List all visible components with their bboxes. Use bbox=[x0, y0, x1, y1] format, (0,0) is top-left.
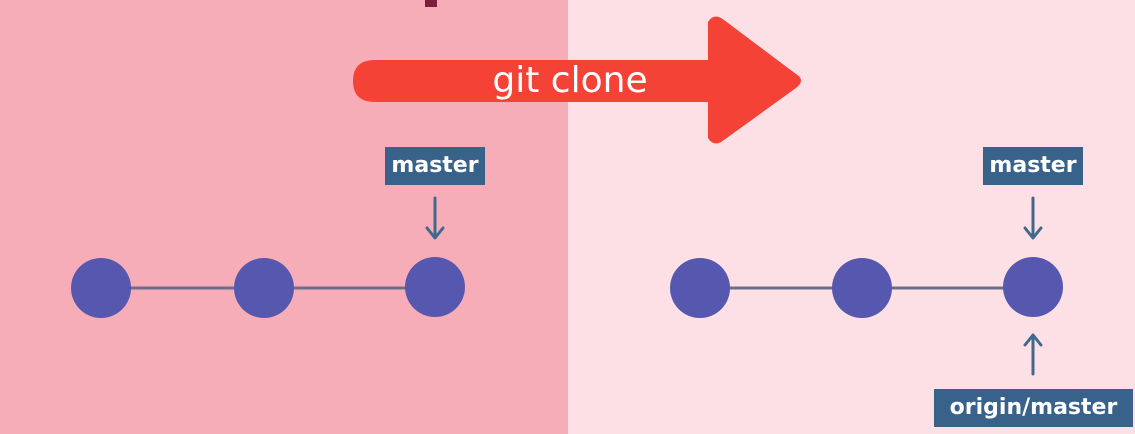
left-commit-1 bbox=[71, 258, 131, 318]
origin-master-label: origin/master bbox=[934, 389, 1133, 427]
right-commit-3 bbox=[1003, 257, 1063, 317]
left-master-label: master bbox=[385, 147, 485, 185]
left-commit-3 bbox=[405, 257, 465, 317]
left-master-pointer-arrow bbox=[425, 196, 445, 240]
origin-master-pointer-arrow bbox=[1023, 333, 1043, 376]
cropped-title-fragment bbox=[425, 0, 437, 7]
right-commit-2 bbox=[832, 258, 892, 318]
left-commit-2 bbox=[234, 258, 294, 318]
git-clone-label: git clone bbox=[492, 60, 648, 101]
git-clone-arrow bbox=[353, 16, 801, 144]
right-commit-1 bbox=[670, 258, 730, 318]
right-master-pointer-arrow bbox=[1023, 196, 1043, 240]
right-master-label: master bbox=[983, 147, 1083, 185]
